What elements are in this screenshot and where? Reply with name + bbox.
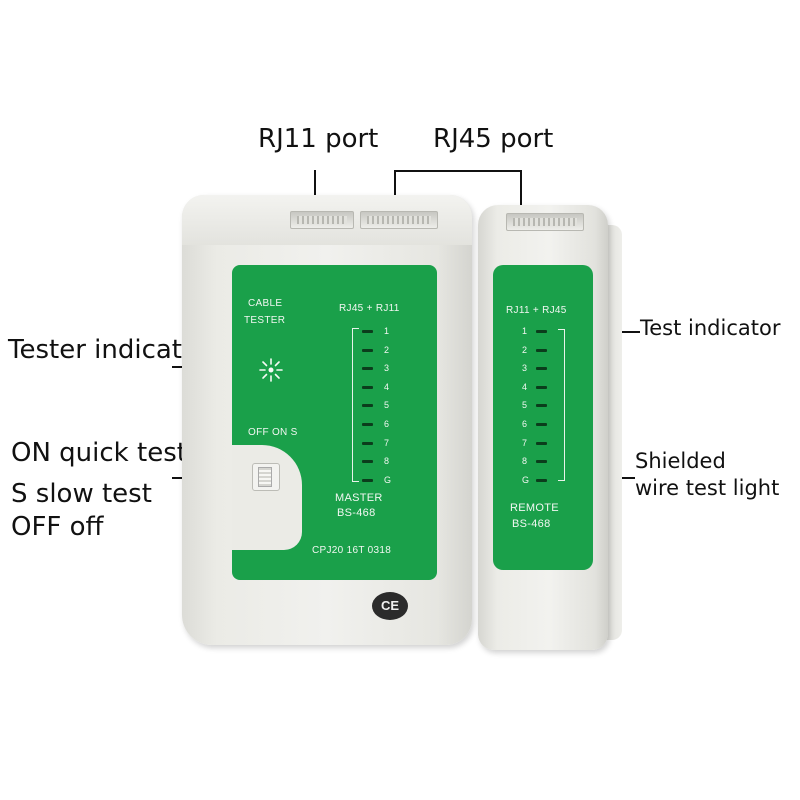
remote-led-label-6: 6 xyxy=(522,419,528,429)
rj45-leader-top xyxy=(394,170,522,172)
master-serial: CPJ20 16T 0318 xyxy=(312,545,392,556)
tester-indicator-icon xyxy=(259,358,283,382)
remote-led-label-g: G xyxy=(522,474,530,485)
master-led-3 xyxy=(362,367,373,371)
master-led-label-2: 2 xyxy=(384,344,390,355)
remote-led-3 xyxy=(536,367,547,371)
master-led-label-6: 6 xyxy=(384,419,390,429)
remote-led-label-1: 1 xyxy=(522,326,528,336)
mode-switch[interactable] xyxy=(252,463,280,491)
ce-mark: CE xyxy=(372,592,408,620)
master-led-label-8: 8 xyxy=(384,456,390,467)
remote-rj45-port xyxy=(506,213,584,231)
s-slow-test-label: S slow test xyxy=(11,479,152,509)
remote-led-label-4: 4 xyxy=(522,381,528,392)
remote-led-label-2: 2 xyxy=(522,344,528,355)
remote-led-8 xyxy=(536,460,547,464)
remote-led-7 xyxy=(536,441,547,445)
on-quick-test-label: ON quick test xyxy=(11,438,187,468)
remote-led-6 xyxy=(536,423,547,426)
remote-led-g xyxy=(536,478,547,482)
master-port-header: RJ45 + RJ11 xyxy=(339,303,400,314)
remote-led-label-8: 8 xyxy=(522,456,528,467)
rj11-port-label: RJ11 port xyxy=(258,124,379,154)
tester-label: TESTER xyxy=(244,315,286,326)
tester-indicator-label: Tester indicator xyxy=(8,335,209,365)
remote-model-line2: BS-468 xyxy=(512,518,551,530)
master-led-label-4: 4 xyxy=(384,381,390,392)
remote-led-label-3: 3 xyxy=(522,363,528,374)
remote-led-bracket xyxy=(558,329,565,481)
master-led-5 xyxy=(362,404,373,408)
test-indicator-label: Test indicator xyxy=(640,316,781,340)
master-led-bracket xyxy=(352,328,359,482)
rj45-leader-left xyxy=(394,170,396,218)
master-led-1 xyxy=(362,330,373,333)
rj45-leader-right xyxy=(520,170,522,218)
remote-led-label-5: 5 xyxy=(522,400,528,411)
master-led-label-7: 7 xyxy=(384,437,390,448)
switch-position-label: OFF ON S xyxy=(248,427,298,438)
rj11-leader-vertical xyxy=(314,170,316,218)
shielded-label-line1: Shielded xyxy=(635,449,726,473)
remote-green-panel xyxy=(493,265,593,570)
cable-label: CABLE xyxy=(248,298,283,309)
remote-port-header: RJ11 + RJ45 xyxy=(506,305,567,316)
master-unit: CABLE TESTER RJ45 + RJ11 OFF ON S MASTER… xyxy=(182,195,472,645)
master-model-line2: BS-468 xyxy=(337,507,376,519)
master-led-6 xyxy=(362,423,373,426)
switch-recess xyxy=(232,445,302,550)
rj45-port xyxy=(360,211,438,229)
master-led-g xyxy=(362,478,373,482)
remote-led-4 xyxy=(536,385,547,389)
master-led-label-3: 3 xyxy=(384,363,390,374)
master-model-line1: MASTER xyxy=(335,492,383,504)
shielded-label-line2: wire test light xyxy=(635,476,780,500)
remote-led-1 xyxy=(536,330,547,333)
master-led-4 xyxy=(362,385,373,389)
master-led-7 xyxy=(362,441,373,445)
off-off-label: OFF off xyxy=(11,512,104,542)
master-led-label-1: 1 xyxy=(384,326,390,336)
master-led-8 xyxy=(362,460,373,464)
rj45-port-label: RJ45 port xyxy=(433,124,554,154)
master-led-2 xyxy=(362,348,373,352)
remote-led-5 xyxy=(536,404,547,408)
remote-led-2 xyxy=(536,348,547,352)
master-led-label-5: 5 xyxy=(384,400,390,411)
remote-model-line1: REMOTE xyxy=(510,502,559,514)
rj11-port xyxy=(290,211,354,229)
remote-led-label-7: 7 xyxy=(522,437,528,448)
master-led-label-g: G xyxy=(384,474,392,485)
